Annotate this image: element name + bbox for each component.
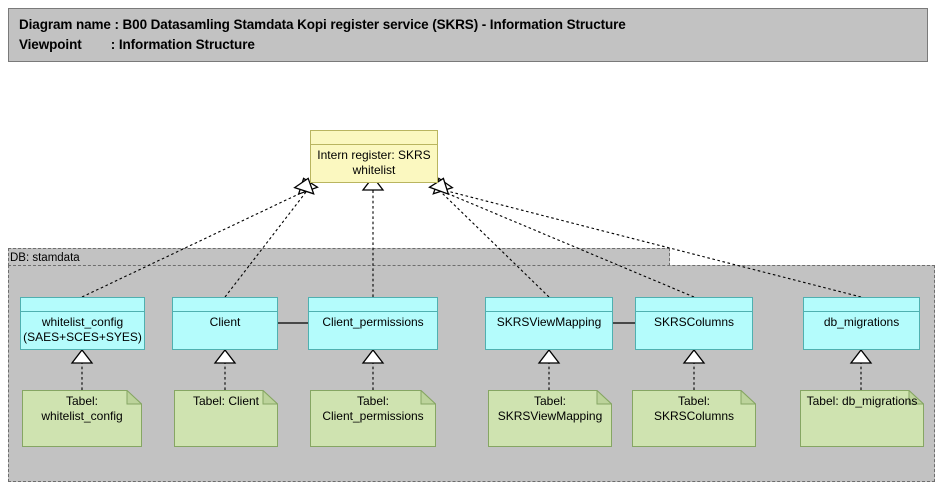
note-shape — [310, 390, 436, 447]
node-header-strip — [804, 298, 919, 312]
arrowhead-note-skrscolumns — [682, 348, 706, 364]
diagram-title-block: Diagram name : B00 Datasamling Stamdata … — [8, 8, 928, 62]
note-tabel-client[interactable]: Tabel: Client — [174, 390, 278, 447]
note-label: Tabel: whitelist_config — [41, 394, 123, 423]
note-label: Tabel: SKRSViewMapping — [497, 394, 603, 423]
realization-lines-to-objects — [81, 363, 862, 390]
note-shape — [488, 390, 612, 447]
realization-line-db-migrations — [446, 190, 862, 298]
note-label: Tabel: Client — [192, 394, 260, 408]
node-label: SKRSColumns — [653, 315, 735, 329]
node-skrsviewmapping[interactable]: SKRSViewMapping — [485, 297, 613, 350]
note-tabel-skrscolumns[interactable]: Tabel: SKRSColumns — [632, 390, 756, 447]
group-label: DB: stamdata — [10, 252, 80, 264]
note-shape — [800, 390, 924, 447]
note-shape — [174, 390, 278, 447]
arrowhead-note-db-migrations — [849, 348, 873, 364]
node-label: SKRSViewMapping — [496, 315, 602, 329]
node-client[interactable]: Client — [172, 297, 278, 350]
note-tabel-db-migrations[interactable]: Tabel: db_migrations — [800, 390, 924, 447]
note-tabel-whitelist-config[interactable]: Tabel: whitelist_config — [22, 390, 142, 447]
realization-line-client — [224, 191, 307, 298]
note-label: Tabel: Client_permissions — [322, 394, 424, 423]
note-label: Tabel: SKRSColumns — [653, 394, 735, 423]
node-intern-register-skrs-whitelist[interactable]: Intern register: SKRS whitelist — [310, 130, 438, 183]
node-header-strip — [636, 298, 752, 312]
node-skrscolumns[interactable]: SKRSColumns — [635, 297, 753, 350]
arrowhead-note-client — [213, 348, 237, 364]
realization-line-whitelist-config — [81, 191, 304, 298]
note-tabel-client-permissions[interactable]: Tabel: Client_permissions — [310, 390, 436, 447]
arrowhead-note-whitelist-config — [70, 348, 94, 364]
node-label: Client_permissions — [322, 315, 424, 329]
group-header-tab — [8, 248, 670, 266]
realization-line-skrsviewmapping — [440, 191, 550, 298]
node-header-strip — [486, 298, 612, 312]
node-header-strip — [173, 298, 277, 312]
node-label: db_migrations — [823, 315, 900, 329]
arrowhead-center — [361, 175, 385, 191]
viewpoint-line: Viewpoint : Information Structure — [19, 37, 255, 52]
note-tabel-skrsviewmapping[interactable]: Tabel: SKRSViewMapping — [488, 390, 612, 447]
realization-arrowheads-service — [293, 175, 454, 196]
node-header-strip — [309, 298, 437, 312]
arrowhead-note-client-permissions — [361, 348, 385, 364]
node-label: Client — [209, 315, 241, 329]
note-shape — [22, 390, 142, 447]
realization-lines-to-service — [81, 190, 862, 298]
realization-line-skrscolumns — [443, 191, 695, 298]
group-body — [8, 265, 935, 482]
arrowhead-note-skrsviewmapping — [537, 348, 561, 364]
node-label: whitelist_config (SAES+SCES+SYES) — [23, 315, 142, 344]
note-label: Tabel: db_migrations — [806, 394, 918, 408]
note-arrowheads — [70, 348, 873, 364]
node-whitelist-config[interactable]: whitelist_config (SAES+SCES+SYES) — [20, 297, 145, 350]
node-header-strip — [21, 298, 144, 312]
arrowhead-left-b — [293, 177, 315, 195]
note-shape — [632, 390, 756, 447]
group-db-stamdata[interactable] — [8, 248, 935, 482]
diagram-name-line: Diagram name : B00 Datasamling Stamdata … — [19, 17, 626, 32]
node-header-strip — [311, 131, 437, 145]
node-db-migrations[interactable]: db_migrations — [803, 297, 920, 350]
node-label: Intern register: SKRS whitelist — [317, 148, 431, 177]
node-client-permissions[interactable]: Client_permissions — [308, 297, 438, 350]
